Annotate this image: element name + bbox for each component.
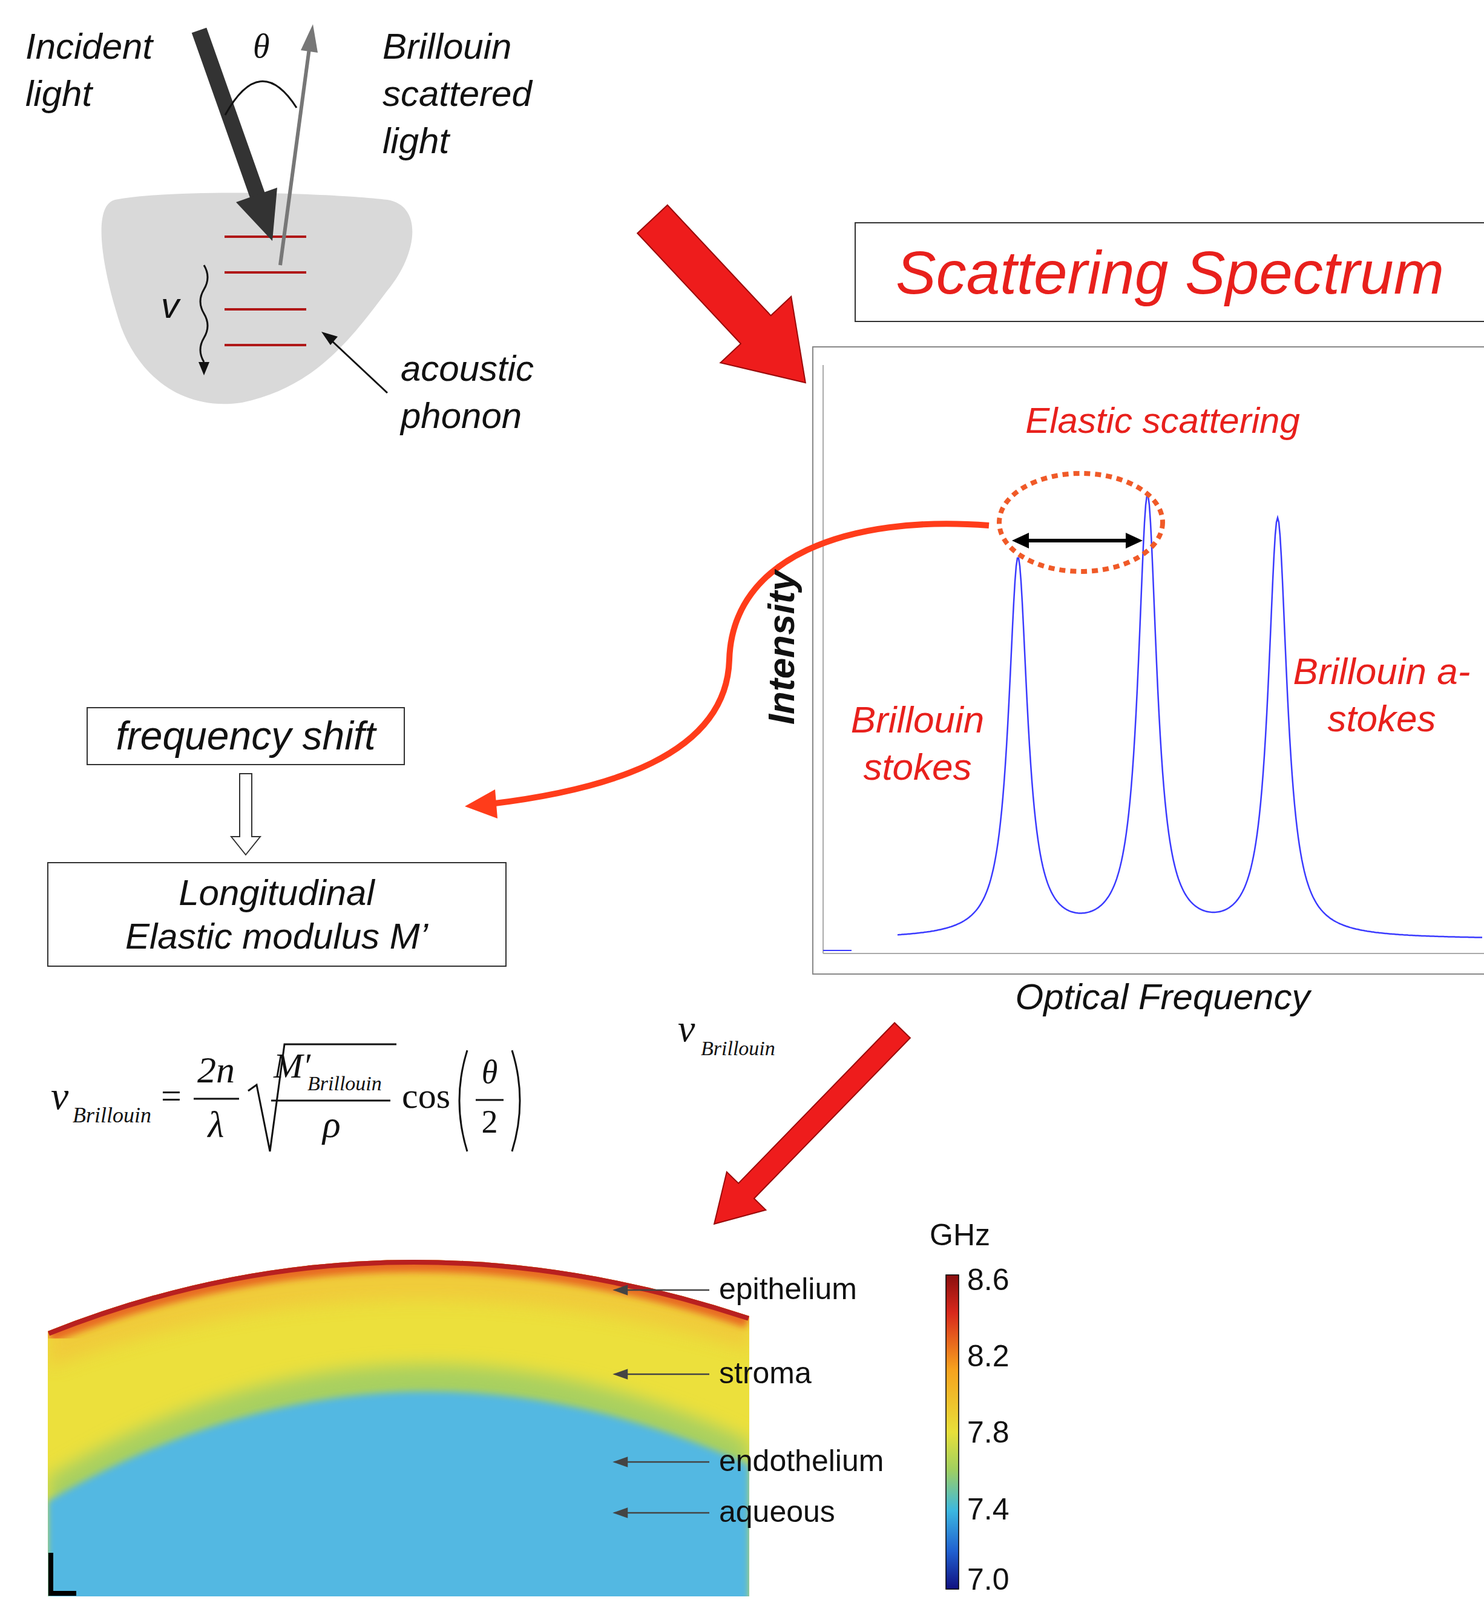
sample-blob (101, 192, 413, 404)
drawn-path (47, 1230, 750, 1368)
text-label: aqueous (719, 1494, 836, 1530)
drawn-line (224, 271, 307, 274)
plot-axis (823, 952, 1484, 954)
text-box: Scattering Spectrum (854, 222, 1484, 322)
formula-symbol: 2 (481, 1102, 499, 1141)
text-box: Longitudinal Elastic modulus M’ (47, 861, 507, 967)
drawn-line (623, 1511, 710, 1514)
text-label: epithelium (719, 1271, 857, 1307)
hollow-arrow (231, 773, 261, 855)
paren (459, 1050, 468, 1152)
text-label: Optical Frequency (1015, 975, 1311, 1018)
formula-symbol: λ (208, 1102, 225, 1146)
text-label: Incident light (25, 22, 177, 118)
colorbar-label: 7.4 (967, 1491, 1010, 1527)
formula-symbol: cos (401, 1074, 451, 1117)
cornea-map (42, 1186, 757, 1600)
box-text: Longitudinal Elastic modulus M’ (122, 870, 431, 959)
drawn-path (47, 1259, 750, 1331)
formula-symbol: Brillouin (700, 1036, 776, 1060)
leader-arrows (614, 1285, 710, 1517)
text-label: Intensity (758, 570, 802, 726)
drawn-polygon (614, 1508, 628, 1517)
box-text: Scattering Spectrum (895, 236, 1445, 309)
fraction-bar (271, 1099, 391, 1102)
shift-arrow (1025, 538, 1129, 543)
plot-axis (822, 364, 824, 954)
scale-bar (50, 1552, 77, 1593)
highlight-ellipse (999, 473, 1163, 572)
text-label: Brillouin scattered light (382, 22, 583, 165)
shift-head (1011, 532, 1029, 549)
incident-head (236, 187, 278, 241)
drawn-polygon (617, 185, 842, 416)
angle-arc (225, 81, 297, 115)
colorbar-label: 7.8 (967, 1415, 1010, 1451)
formula-symbol: Brillouin (72, 1102, 152, 1128)
drawn-line (224, 343, 307, 347)
drawn-path (47, 1391, 750, 1600)
formula-symbol: θ (481, 1053, 499, 1091)
text-label: θ (252, 26, 270, 66)
drawn-line (224, 235, 307, 238)
incident-arrow (199, 30, 260, 200)
sqrt-sign (248, 1044, 397, 1152)
drawn-rect (42, 1186, 757, 1600)
plot-frame (812, 346, 1484, 974)
spectrum-curve (897, 495, 1483, 938)
formula-symbol: ν (50, 1072, 69, 1119)
plot-baseline (823, 949, 852, 951)
drawn-polygon (614, 1457, 628, 1466)
fraction-bar (475, 1099, 504, 1101)
colorbar-label: GHz (929, 1217, 991, 1253)
colorbar-label: 8.2 (967, 1338, 1010, 1374)
text-label: endothelium (719, 1443, 884, 1479)
leader-head (321, 331, 338, 345)
text-label: Elastic scattering (1025, 399, 1301, 442)
drawn-line (224, 308, 307, 311)
colorbar-label: 7.0 (967, 1562, 1010, 1598)
colorbar-label: 8.6 (967, 1262, 1010, 1298)
drawn-polygon (614, 1369, 628, 1379)
drawn-line (623, 1289, 710, 1291)
text-label: Brillouin stokes (826, 696, 1009, 790)
drawn-path (47, 1259, 750, 1331)
formula-symbol: ν (677, 1005, 695, 1051)
drawn-path (47, 1364, 750, 1600)
leader-line (329, 338, 388, 393)
drawn-polygon (694, 1011, 922, 1243)
flow-arrow (617, 185, 842, 416)
drawn-line (623, 1373, 710, 1376)
scattered-head (300, 24, 318, 53)
wave-arrow (200, 265, 208, 362)
formula-symbol: Brillouin (307, 1071, 382, 1095)
scattered-arrow (280, 48, 310, 266)
text-label: stroma (719, 1355, 812, 1391)
flow-arrow (694, 1011, 922, 1243)
paren (512, 1050, 520, 1152)
drawn-polygon (614, 1285, 628, 1294)
shift-head (1125, 532, 1143, 549)
formula-symbol: = (160, 1074, 182, 1117)
formula-symbol: 2n (197, 1048, 235, 1092)
text-label: Brillouin a-stokes (1290, 647, 1473, 742)
fraction-bar (193, 1097, 240, 1100)
colorbar (945, 1274, 959, 1589)
text-label: v (160, 284, 180, 327)
formula-symbol: M′ (273, 1045, 311, 1087)
curved-head (464, 789, 498, 819)
text-box: frequency shift (86, 706, 405, 765)
phonon-planes (224, 236, 307, 345)
box-text: frequency shift (115, 711, 376, 760)
text-label: acoustic phonon (400, 344, 583, 440)
drawn-line (623, 1461, 710, 1463)
wave-head (198, 361, 210, 376)
formula-symbol: ρ (322, 1102, 341, 1146)
